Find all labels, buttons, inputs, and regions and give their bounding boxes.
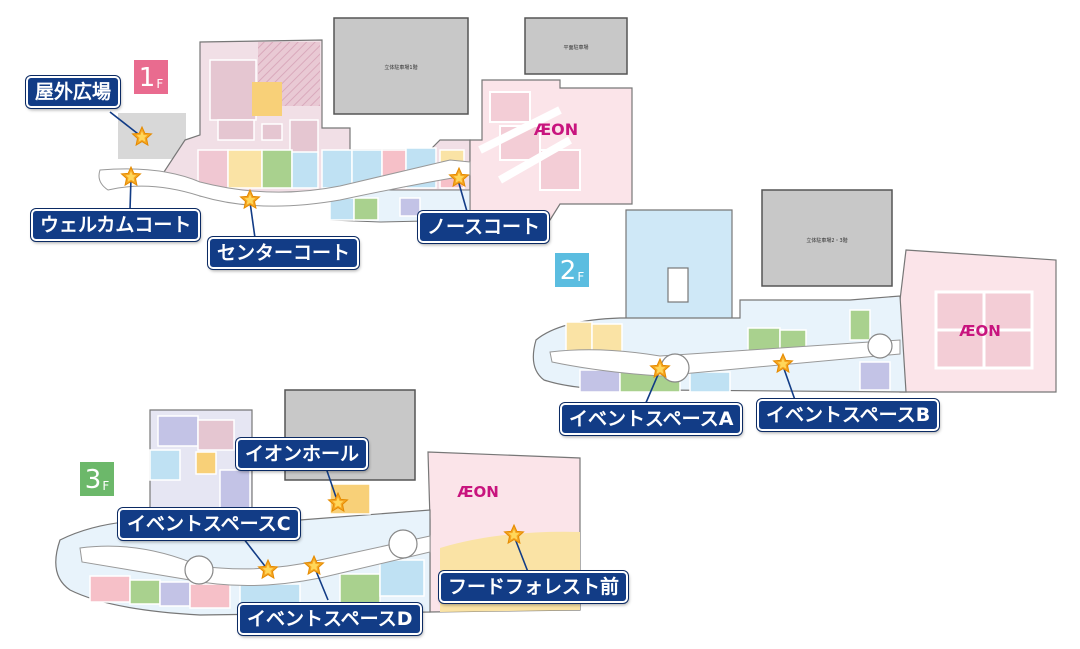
parking-label-flat: 平面駐車場 [563, 44, 588, 51]
label-welcome-court[interactable]: ウェルカムコート [31, 209, 201, 241]
aeon-logo-3f: ÆON [457, 483, 499, 501]
corridor-1f [98, 159, 471, 207]
label-event-space-a[interactable]: イベントスペースA [560, 403, 743, 435]
parking-block-2f [761, 189, 893, 287]
corridor-2f [549, 339, 901, 377]
floor-1-map: 立体駐車場1階 平面駐車場 ÆON [98, 17, 633, 223]
floor-number: 2 [559, 256, 577, 286]
parking-label-2f: 立体駐車場2・3階 [806, 237, 847, 244]
parking-block-flat [524, 17, 628, 75]
aeon-logo-1f: ÆON [534, 120, 578, 139]
label-center-court[interactable]: センターコート [208, 237, 360, 269]
floor-number: 1 [138, 63, 156, 93]
label-event-space-c[interactable]: イベントスペースC [118, 508, 300, 540]
floor-suffix: F [577, 270, 585, 284]
aeon-logo-2f: ÆON [959, 322, 1001, 340]
corridor-3f [79, 535, 431, 586]
floor-suffix: F [102, 479, 110, 493]
label-event-space-b[interactable]: イベントスペースB [757, 399, 940, 431]
floor-2-map: 立体駐車場2・3階 ÆON [532, 189, 1057, 393]
label-aeon-hall[interactable]: イオンホール [236, 438, 369, 470]
parking-label-1f: 立体駐車場1階 [384, 64, 417, 71]
outdoor-plaza-area [118, 113, 186, 159]
floor-suffix: F [156, 77, 164, 91]
label-event-space-d[interactable]: イベントスペースD [238, 603, 422, 635]
label-north-court[interactable]: ノースコート [418, 211, 550, 243]
label-okugai-hiroba[interactable]: 屋外広場 [26, 76, 121, 108]
parking-block-1f [333, 17, 469, 115]
label-food-forest[interactable]: フードフォレスト前 [439, 571, 629, 603]
floor-number: 3 [84, 465, 102, 495]
